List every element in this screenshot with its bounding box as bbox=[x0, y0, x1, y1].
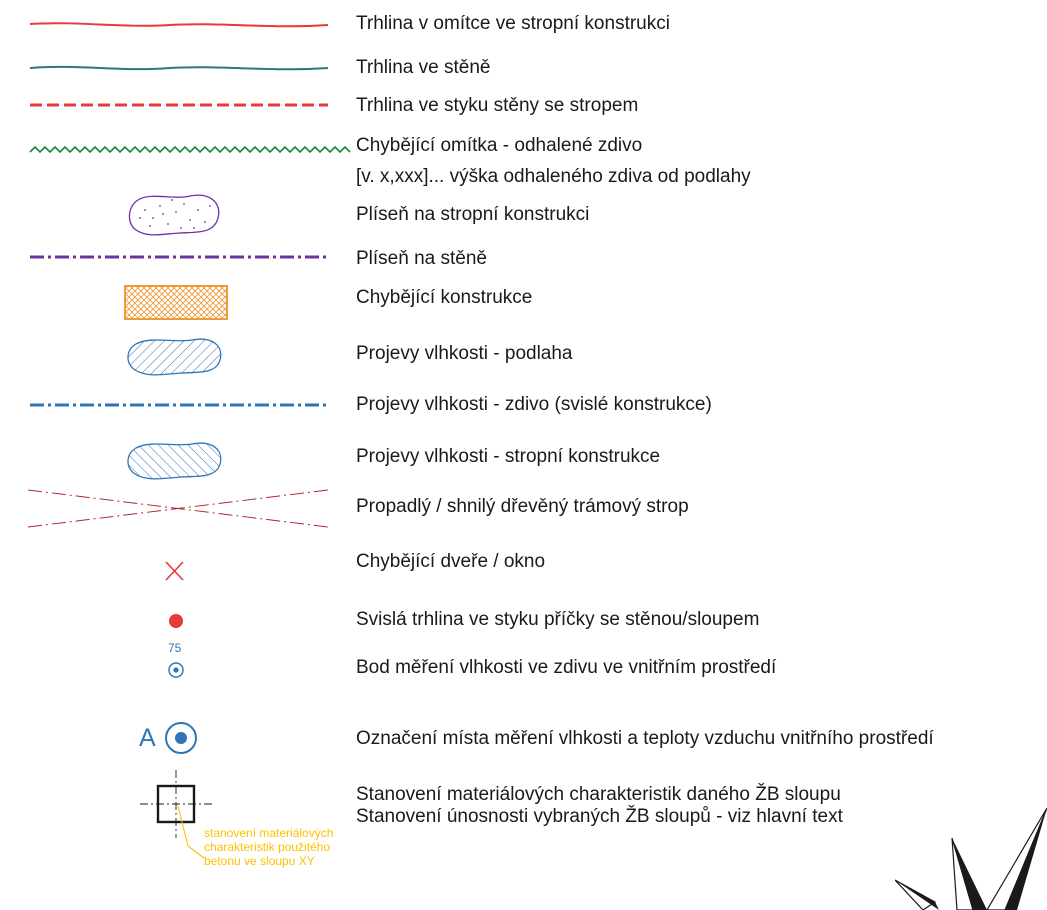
legend-label-column-material-characteristics: Stanovení materiálových charakteristik d… bbox=[356, 784, 841, 805]
legend-label-exposed-masonry-height: [v. x,xxx]... výška odhaleného zdiva od … bbox=[356, 166, 751, 187]
callout-line-2: charakteristik použitého bbox=[204, 840, 331, 854]
legend-label-wall-crack: Trhlina ve stěně bbox=[356, 57, 491, 78]
legend-label-masonry-moisture-point: Bod měření vlhkosti ve zdivu ve vnitřním… bbox=[356, 657, 777, 678]
crossed-beam-lines-icon bbox=[27, 489, 329, 528]
legend-label-ceiling-mold: Plíseň na stropní konstrukci bbox=[356, 204, 590, 225]
legend-label-column-load-capacity: Stanovení únosnosti vybraných ŽB sloupů … bbox=[356, 806, 843, 827]
legend-label-ceiling-moisture: Projevy vlhkosti - stropní konstrukce bbox=[356, 446, 661, 467]
legend-label-wall-ceiling-joint-crack: Trhlina ve styku stěny se stropem bbox=[356, 95, 639, 116]
purple-mold-blob-icon bbox=[128, 194, 220, 236]
green-zigzag-line-icon bbox=[29, 145, 351, 154]
legend-label-air-measurement-point: Označení místa měření vlhkosti a teploty… bbox=[356, 728, 934, 749]
legend-label-missing-plaster: Chybějící omítka - odhalené zdivo bbox=[356, 135, 643, 156]
callout-line-1: stanovení materiálových bbox=[204, 826, 334, 840]
legend-label-floor-moisture: Projevy vlhkosti - podlaha bbox=[356, 343, 573, 364]
red-dot-icon bbox=[169, 614, 183, 628]
measure-point-value: 75 bbox=[168, 641, 182, 655]
blue-back-hatched-blob-icon bbox=[127, 442, 222, 480]
blue-target-small-icon bbox=[168, 662, 184, 678]
legend-label-masonry-moisture: Projevy vlhkosti - zdivo (svislé konstru… bbox=[356, 394, 712, 415]
callout-line-3: betonu ve sloupu XY bbox=[204, 854, 315, 868]
north-arrow-icon bbox=[895, 808, 1047, 910]
air-point-letter: A bbox=[139, 724, 156, 752]
orange-crosshatch-rect-icon bbox=[124, 285, 228, 320]
legend-label-ceiling-plaster-crack: Trhlina v omítce ve stropní konstrukci bbox=[356, 13, 670, 34]
red-crack-line-icon bbox=[29, 22, 329, 28]
column-callout: stanovení materiálových charakteristik p… bbox=[204, 826, 333, 868]
red-x-mark-icon bbox=[165, 561, 184, 581]
teal-crack-line-icon bbox=[29, 65, 329, 71]
blue-hatched-blob-icon bbox=[127, 338, 222, 376]
legend-label-wall-mold: Plíseň na stěně bbox=[356, 248, 487, 269]
column-square-icon bbox=[140, 770, 214, 838]
blue-target-large-icon bbox=[165, 722, 197, 754]
legend-label-missing-structure: Chybějící konstrukce bbox=[356, 287, 533, 308]
legend-label-collapsed-timber-ceiling: Propadlý / shnilý dřevěný trámový strop bbox=[356, 496, 689, 517]
legend-label-vertical-crack-joint: Svislá trhlina ve styku příčky se stěnou… bbox=[356, 609, 760, 630]
legend-label-missing-door-window: Chybějící dveře / okno bbox=[356, 551, 546, 572]
callout-leader-line bbox=[177, 805, 205, 859]
